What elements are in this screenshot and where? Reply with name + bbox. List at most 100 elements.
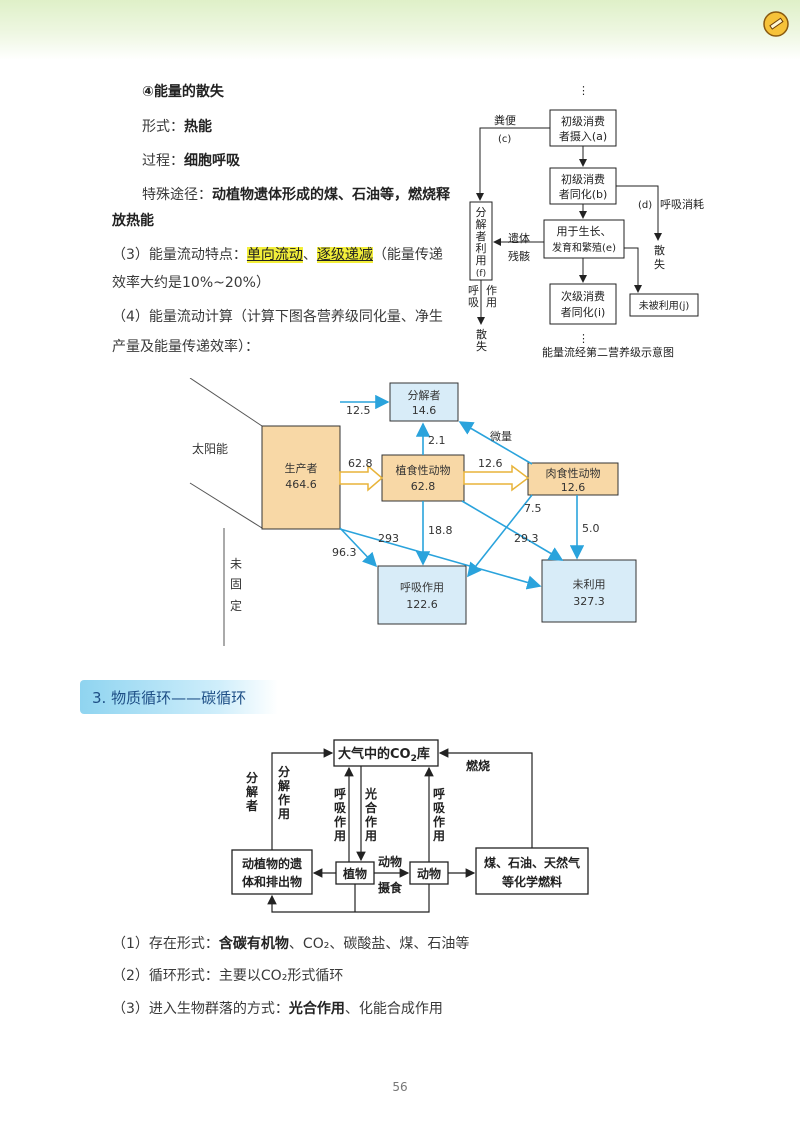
- label-decomposer-3: 者: [245, 798, 258, 813]
- label-photosyn-1: 光: [364, 786, 377, 801]
- carbon-form-line: （1）存在形式：含碳有机物、CO₂、碳酸盐、煤、石油等: [112, 934, 469, 954]
- label-burning: 燃烧: [466, 758, 490, 773]
- decomposer-name: 分解者: [408, 388, 441, 402]
- node-fossil-fuel: [475, 847, 589, 895]
- carbon-form-bold: 含碳有机物: [218, 936, 289, 952]
- box-secondary-assim: [549, 283, 617, 325]
- remains-l2: 体和排出物: [242, 874, 302, 889]
- pencil-badge-icon: [763, 11, 789, 37]
- box-a-l2: 者摄入(a): [559, 129, 607, 143]
- highlight-one-way: 单向流动: [246, 247, 303, 263]
- flow-carn-unused: 5.0: [582, 522, 600, 535]
- box-j-label: 未被利用(j): [639, 299, 690, 312]
- flow-p-dec: 12.5: [346, 404, 371, 417]
- animal-label: 动物: [417, 866, 441, 881]
- atmosphere-label: 大气中的CO2库: [338, 746, 430, 764]
- label-resp-l1: 呼: [468, 284, 479, 297]
- herbivore-value: 62.8: [411, 480, 436, 493]
- dots-bottom: ⋮: [578, 332, 589, 345]
- plant-label: 植物: [342, 866, 367, 881]
- label-decomposer-2: 解: [246, 784, 258, 799]
- box-f-c5: 用: [476, 254, 487, 267]
- producer-value: 464.6: [285, 478, 317, 491]
- fossil-l2: 等化学燃料: [501, 874, 562, 889]
- label-plant-resp-2: 吸: [334, 801, 347, 815]
- label-unfixed-2: 固: [230, 577, 242, 591]
- feature-line2: 效率大约是10%~20%）: [112, 275, 270, 291]
- carnivore-value: 12.6: [561, 481, 586, 494]
- label-animal-resp-1: 呼: [433, 786, 445, 801]
- carbon-cycle-diagram: 大气中的CO2库 动植物的遗 体和排出物 植物 动物 煤、石油、天然气 等化学燃…: [231, 739, 589, 913]
- box-b-l1: 初级消费: [561, 172, 605, 186]
- box-primary-assim: [549, 167, 617, 205]
- header-band: [0, 0, 800, 60]
- arrow-herbivore-carnivore: [463, 464, 530, 492]
- label-unfixed-3: 定: [230, 598, 242, 613]
- label-feces: 粪便: [494, 113, 516, 127]
- process-value: 细胞呼吸: [184, 153, 240, 169]
- feature-sep: 、: [302, 247, 317, 263]
- label-act-l2: 用: [486, 296, 497, 309]
- remains-l1: 动植物的遗: [242, 856, 302, 871]
- label-act-l1: 作: [486, 284, 497, 297]
- box-i-l1: 次级消费: [561, 289, 605, 303]
- special-value: 动植物遗体形成的煤、石油等，燃烧释: [212, 187, 450, 203]
- section-banner: 3. 物质循环——碳循环: [80, 680, 278, 714]
- form-value: 热能: [184, 119, 212, 135]
- label-photosyn-3: 作: [365, 814, 377, 829]
- flow-herb-carn: 12.6: [478, 457, 503, 470]
- decomposer-value: 14.6: [412, 404, 437, 417]
- label-remains-1: 遗体: [508, 231, 530, 245]
- energy-flow-diagram: 太阳能 未 固 定 生产者 464.6 植食性动物 62.8 肉食性动物 12.…: [189, 378, 637, 646]
- label-ingest-1: 动物: [378, 854, 402, 869]
- flow-herb-resp: 18.8: [428, 524, 453, 537]
- arrow-producer-herbivore: [339, 464, 384, 492]
- box-f-c6: (f): [476, 269, 486, 279]
- fossil-l1: 煤、石油、天然气: [484, 855, 580, 870]
- carbon-entry-line: （3）进入生物群落的方式：光合作用、化能合成作用: [112, 999, 443, 1019]
- page-number: 56: [392, 1080, 408, 1094]
- herbivore-name: 植食性动物: [396, 463, 451, 477]
- carbon-entry-suffix: 、化能合成作用: [344, 1001, 443, 1017]
- label-d: (d): [638, 200, 652, 211]
- label-c: (c): [498, 134, 511, 145]
- label-sanshi-b1: 散: [476, 327, 487, 341]
- unused-name: 未利用: [573, 578, 606, 591]
- label-photosyn-4: 用: [364, 829, 377, 843]
- flow-carn-resp: 7.5: [524, 502, 542, 515]
- label-sanshi-r2: 失: [654, 258, 665, 271]
- node-respiration: [377, 565, 467, 625]
- node-atmosphere: [333, 739, 439, 767]
- box-f-c4: 利: [476, 242, 487, 255]
- special-value-cont: 放热能: [112, 213, 154, 229]
- form-label: 形式：: [142, 119, 184, 135]
- label-unfixed-1: 未: [230, 557, 242, 571]
- node-producer: [261, 425, 341, 530]
- feature-suffix: （能量传递: [372, 247, 443, 263]
- node-remains: [231, 849, 313, 895]
- label-plant-resp-1: 呼: [334, 786, 346, 801]
- carbon-form-suffix: 、CO₂、碳酸盐、煤、石油等: [288, 936, 470, 952]
- unused-value: 327.3: [573, 595, 605, 608]
- highlight-decreasing: 逐级递减: [316, 247, 373, 263]
- flow-herb-dec: 2.1: [428, 434, 446, 447]
- feature-prefix: （3）能量流动特点：: [112, 247, 247, 263]
- label-sanshi-r1: 散: [654, 243, 665, 257]
- label-plant-resp-4: 用: [333, 829, 346, 843]
- form-line: 形式：热能: [142, 117, 212, 137]
- label-resp-consume: 呼吸消耗: [660, 197, 704, 211]
- node-herbivore: [381, 454, 465, 502]
- respiration-name: 呼吸作用: [400, 581, 444, 594]
- producer-name: 生产者: [285, 461, 318, 475]
- carbon-cycle-form-line: （2）循环形式：主要以CO₂形式循环: [112, 968, 344, 984]
- label-decomposer-1: 分: [246, 770, 258, 785]
- process-line: 过程：细胞呼吸: [142, 151, 240, 171]
- label-animal-resp-4: 用: [432, 829, 445, 843]
- carbon-form-prefix: （1）存在形式：: [112, 936, 219, 952]
- heading-energy-loss: ④能量的散失: [142, 84, 224, 100]
- node-decomposer: [389, 382, 459, 422]
- calc-line1: （4）能量流动计算（计算下图各营养级同化量、净生: [112, 309, 443, 325]
- carbon-entry-prefix: （3）进入生物群落的方式：: [112, 1001, 289, 1017]
- feature-line: （3）能量流动特点：单向流动、逐级递减（能量传递: [112, 245, 443, 265]
- flow-p-unused: 293: [378, 532, 399, 545]
